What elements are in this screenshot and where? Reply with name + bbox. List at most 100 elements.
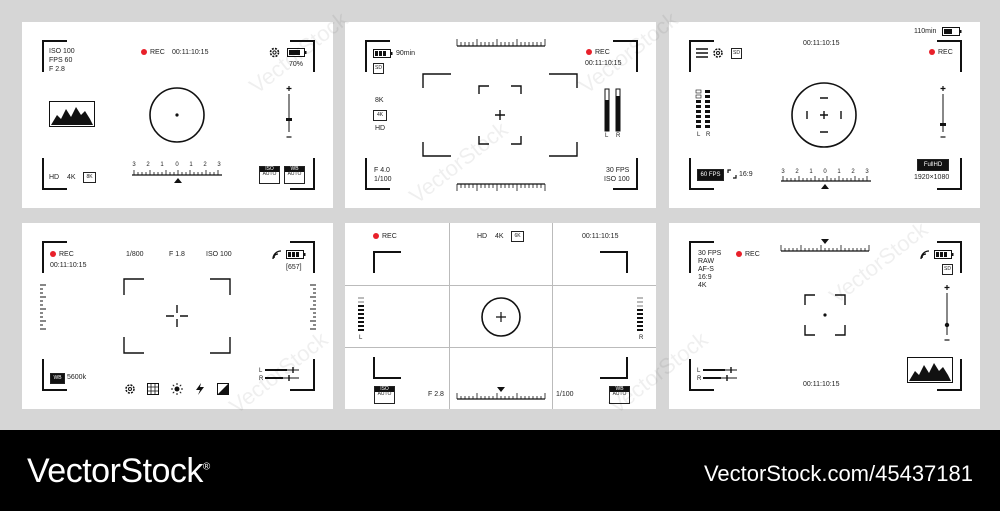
- iso-readout: ISO 100: [206, 251, 232, 258]
- frame-corner: [600, 377, 628, 379]
- frame-corner: [373, 357, 375, 379]
- gear-icon[interactable]: [124, 383, 136, 395]
- battery-icon: [287, 48, 307, 57]
- frame-corner: [689, 40, 691, 72]
- image-credit: VectorStock.com/45437181: [703, 461, 973, 486]
- wifi-icon: [920, 250, 930, 260]
- shots-remaining: [657]: [286, 264, 302, 271]
- audio-level-bars: [265, 367, 299, 381]
- scale-tick-label: 1: [809, 169, 813, 175]
- fps-readout: FPS 60: [49, 57, 73, 64]
- frame-corner: [960, 158, 962, 190]
- viewfinder-panel-4: REC 00:11:10:15 1/800 F 1.8 ISO 100 [657…: [22, 223, 333, 409]
- brightness-icon[interactable]: [171, 383, 183, 395]
- wb-badge: WB: [50, 373, 65, 384]
- 4k-label: 4K: [495, 233, 504, 240]
- left-scale: [40, 284, 46, 330]
- 4k-label: 4K: [67, 174, 76, 181]
- rec-dot-icon: [736, 251, 742, 257]
- frame-corner: [937, 389, 962, 391]
- grid-line: [345, 285, 656, 286]
- rec-label: REC: [59, 251, 74, 258]
- frame-corner: [960, 241, 962, 273]
- audio-right-label: R: [616, 133, 621, 139]
- scale-tick-label: 2: [203, 162, 207, 168]
- kelvin-readout: 5600k: [67, 374, 87, 381]
- focus-circle-icon: [481, 297, 521, 337]
- spec-line: AF-S: [698, 266, 714, 273]
- grid-line: [552, 223, 553, 409]
- battery-time: 110min: [914, 28, 937, 35]
- scale-tick-label: 2: [851, 169, 855, 175]
- spec-line: RAW: [698, 258, 715, 265]
- frame-corner: [613, 188, 638, 190]
- frame-corner: [626, 251, 628, 273]
- frame-corner: [365, 158, 367, 190]
- timecode: 00:11:10:15: [582, 233, 619, 240]
- rec-label: REC: [745, 251, 760, 258]
- gear-icon[interactable]: [712, 47, 724, 59]
- menu-icon[interactable]: [696, 48, 708, 58]
- focus-circle-icon: [149, 87, 205, 143]
- scale-tick-label: 0: [823, 169, 827, 175]
- audio-left-label: L: [259, 368, 263, 374]
- timecode: 00:11:10:15: [172, 49, 209, 56]
- footer-bar: [0, 430, 1000, 511]
- audio-meter-left: [358, 297, 364, 331]
- frame-corner: [937, 188, 962, 190]
- audio-left-label: L: [605, 133, 609, 139]
- battery-icon: [934, 250, 954, 259]
- flash-icon[interactable]: [195, 383, 205, 395]
- sd-card-icon: SD: [373, 63, 384, 74]
- sd-card-icon: SD: [731, 48, 742, 59]
- frame-corner: [42, 40, 44, 72]
- scale-tick-label: 3: [781, 169, 785, 175]
- battery-time: 90min: [396, 50, 416, 57]
- gear-icon[interactable]: [268, 46, 281, 59]
- frame-corner: [365, 188, 390, 190]
- zoom-slider[interactable]: [942, 283, 952, 345]
- frame-corner: [373, 251, 401, 253]
- scale-tick-label: 3: [132, 162, 136, 168]
- registered-mark: ®: [202, 461, 210, 473]
- 4k-badge: 4K: [373, 110, 387, 121]
- audio-meter-right: [637, 297, 643, 331]
- timecode: 00:11:10:15: [585, 60, 622, 67]
- battery-icon: [286, 250, 306, 259]
- aperture-readout: F 1.8: [169, 251, 185, 258]
- frame-corner: [290, 241, 315, 243]
- zoom-slider[interactable]: [938, 82, 948, 142]
- zoom-slider[interactable]: [284, 82, 294, 142]
- rec-dot-icon: [373, 233, 379, 239]
- scale-tick-label: 1: [160, 162, 164, 168]
- rec-label: REC: [938, 49, 953, 56]
- right-scale: [310, 284, 316, 330]
- frame-corner: [600, 251, 628, 253]
- frame-corner: [960, 40, 962, 72]
- audio-meter: [604, 88, 621, 132]
- shutter-readout: 1/800: [126, 251, 144, 258]
- focus-frame: [422, 73, 578, 157]
- viewfinder-panel-6: 30 FPS RAW AF-S 16:9 4K REC SD L R 00:11…: [669, 223, 980, 409]
- 6k-badge: 6K: [511, 231, 524, 242]
- exposure-compensation-icon[interactable]: [217, 383, 229, 395]
- audio-left-label: L: [697, 368, 701, 374]
- aspect-icon: [727, 169, 737, 179]
- focus-circle-icon: [791, 82, 857, 148]
- rec-label: REC: [150, 49, 165, 56]
- resolution-readout: 1920×1080: [914, 174, 950, 181]
- timecode: 00:11:10:15: [803, 40, 840, 47]
- frame-corner: [613, 40, 638, 42]
- resolution-8k: 8K: [375, 97, 384, 104]
- grid-icon[interactable]: [147, 383, 159, 395]
- audio-right-label: R: [259, 376, 264, 382]
- aperture-readout: F 4.0: [374, 167, 390, 174]
- frame-corner: [290, 40, 315, 42]
- frame-corner: [42, 241, 44, 273]
- audio-left-label: L: [359, 335, 363, 341]
- brand-logo: VectorStock®: [27, 452, 210, 490]
- spec-line: 30 FPS: [698, 250, 722, 257]
